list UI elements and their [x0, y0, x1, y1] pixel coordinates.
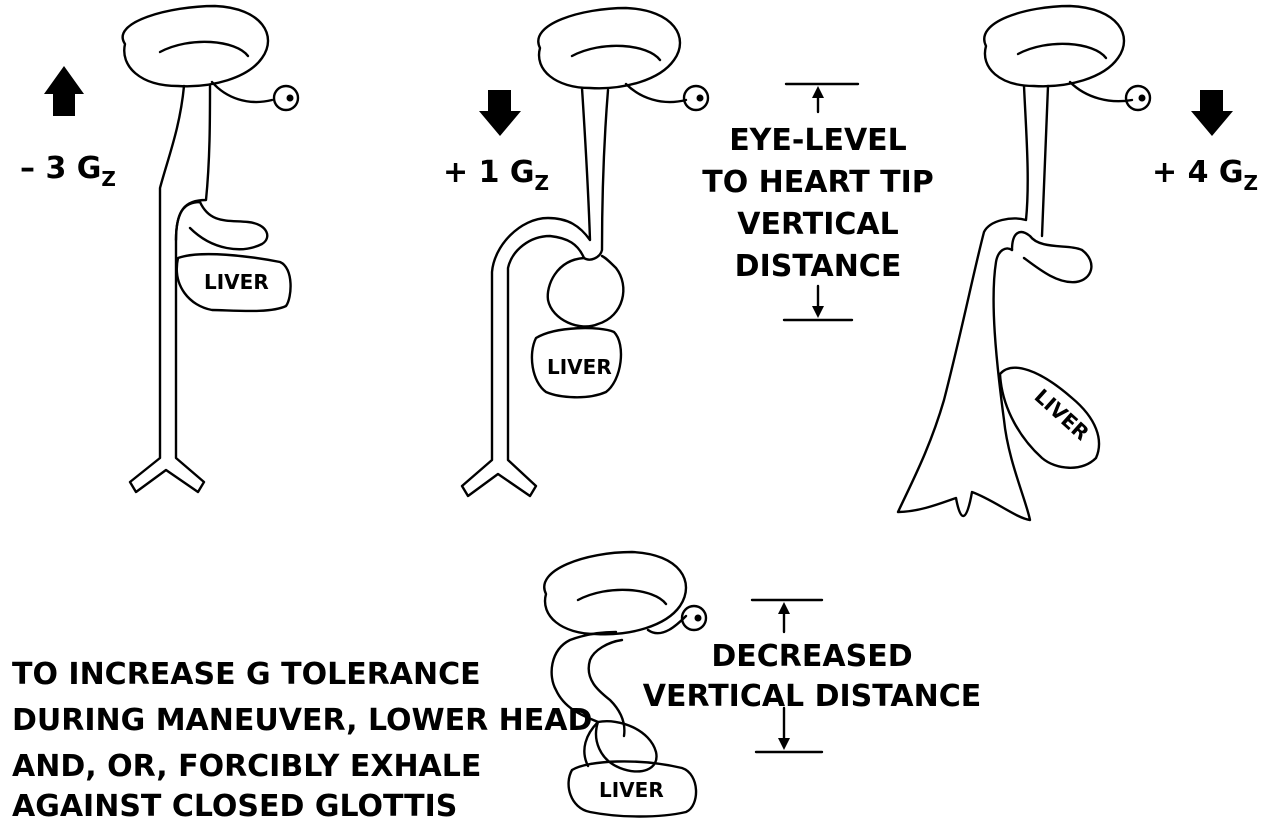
bottom-panel: LIVER DECREASED VERTICAL DISTANCE: [543, 550, 982, 818]
liver-shape: [998, 366, 1101, 469]
liver-shape: [530, 326, 623, 399]
down-arrow-icon: [1191, 90, 1233, 136]
down-arrow-icon: [479, 90, 521, 136]
eye-shape: [1124, 84, 1152, 112]
brain-shape: [543, 550, 688, 636]
heart-shape: [1010, 84, 1093, 284]
vessel-body: [128, 84, 212, 494]
instruction-line1: TO INCREASE G TOLERANCE: [12, 657, 481, 692]
instruction-text: TO INCREASE G TOLERANCE DURING MANEUVER,…: [12, 657, 592, 824]
panel-plus-4gz: + 4 GZ LIVER: [896, 4, 1258, 522]
arrow-down-icon: [778, 738, 790, 750]
liver-label: LIVER: [547, 355, 612, 379]
eye-level-measure: EYE-LEVEL TO HEART TIP VERTICAL DISTANCE: [702, 82, 934, 322]
optic-nerve: [646, 614, 688, 635]
brain-fold: [1016, 42, 1108, 60]
panel-plus-1gz: + 1 GZ LIVER: [443, 6, 710, 498]
pupil-dot: [696, 94, 704, 102]
g-value-label: – 3 GZ: [20, 151, 116, 191]
decreased-label: DECREASED: [711, 639, 912, 674]
vessel-body: [550, 630, 626, 768]
pupil-dot: [694, 614, 702, 622]
instruction-line3: AND, OR, FORCIBLY EXHALE: [12, 749, 481, 784]
eye-level-label-line2: TO HEART TIP: [702, 165, 934, 200]
liver-shape: [567, 760, 698, 818]
brain-shape: [537, 6, 682, 90]
optic-nerve: [210, 80, 274, 104]
liver-label: LIVER: [1030, 384, 1094, 445]
eye-shape: [272, 84, 300, 112]
arrow-up-icon: [778, 602, 790, 614]
arrow-up-icon: [812, 86, 824, 98]
brain-shape: [983, 4, 1126, 88]
g-value-label: + 4 GZ: [1152, 155, 1258, 195]
instruction-line2: DURING MANEUVER, LOWER HEAD: [12, 703, 592, 738]
eye-shape: [680, 604, 708, 632]
eye-level-label-line4: DISTANCE: [735, 249, 902, 284]
heart-shape: [546, 254, 625, 328]
brain-fold: [158, 40, 250, 58]
up-arrow-icon: [44, 66, 84, 116]
heart-shape: [174, 200, 269, 251]
g-value-label: + 1 GZ: [443, 155, 549, 195]
vessel-body: [896, 84, 1032, 522]
optic-nerve: [1068, 80, 1134, 103]
liver-shape: [175, 252, 292, 313]
pupil-dot: [1138, 94, 1146, 102]
liver-label: LIVER: [599, 778, 664, 802]
brain-fold: [576, 588, 668, 606]
eye-shape: [682, 84, 710, 112]
liver-label: LIVER: [204, 270, 269, 294]
panel-minus-3gz: – 3 GZ LIVER: [20, 4, 300, 494]
pupil-dot: [286, 94, 294, 102]
brain-shape: [121, 4, 270, 88]
eye-level-label-line1: EYE-LEVEL: [729, 123, 907, 158]
vertical-distance-label: VERTICAL DISTANCE: [643, 679, 982, 714]
vessel-body: [460, 86, 610, 498]
arrow-down-icon: [812, 306, 824, 318]
brain-fold: [570, 44, 662, 62]
eye-level-label-line3: VERTICAL: [737, 207, 898, 242]
heart-shape: [594, 720, 658, 773]
instruction-line4: AGAINST CLOSED GLOTTIS: [12, 789, 457, 821]
optic-nerve: [624, 82, 688, 104]
